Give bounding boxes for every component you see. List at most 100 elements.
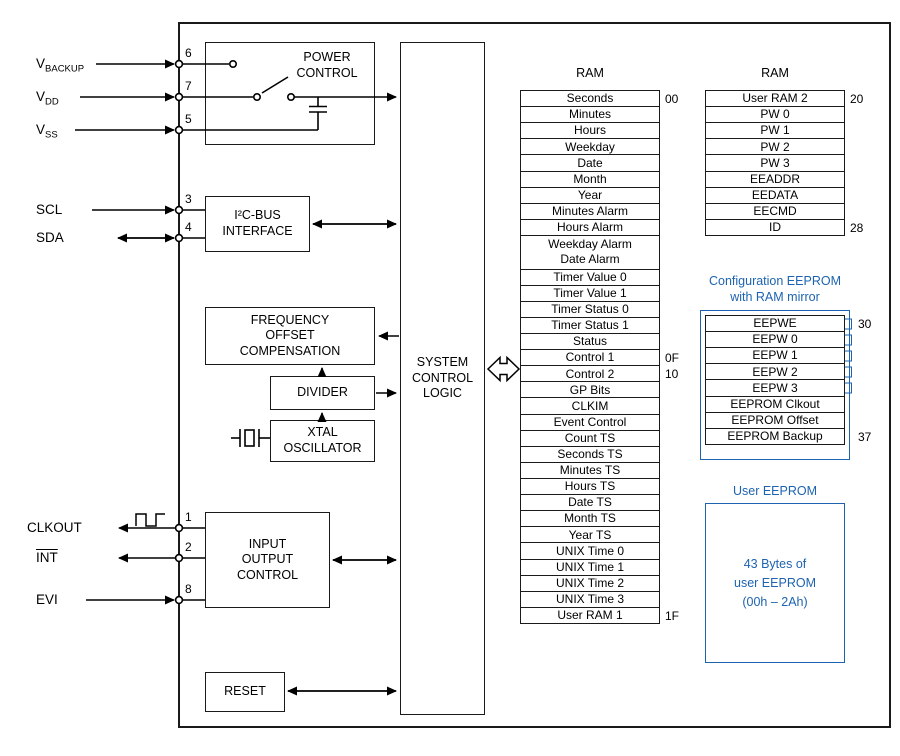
register-name: User RAM 2 (742, 91, 808, 106)
register-address: 0F (665, 350, 680, 365)
register-cell: User RAM 2 20 (705, 90, 863, 108)
register-cell: PW 2 (705, 138, 845, 156)
pin-number-1: 1 (185, 510, 192, 524)
register-name: Timer Value 1 (553, 285, 627, 300)
register-name: EEPW 1 (752, 348, 798, 363)
register-cell: EEDATA (705, 186, 845, 205)
register-name: Minutes TS (559, 463, 621, 478)
register-name: Year TS (568, 527, 612, 542)
register-cell: Hours TS (520, 478, 660, 496)
pin-number-3: 3 (185, 192, 192, 206)
register-cell: EEPROM Offset (705, 411, 845, 430)
register-cell: EECMD (705, 202, 845, 221)
register-name: Status (572, 334, 608, 349)
register-cell: EEPW 1 (705, 347, 845, 365)
register-cell: Seconds TS (520, 445, 660, 464)
register-cell: PW 0 (705, 106, 845, 124)
register-name: UNIX Time 0 (555, 543, 624, 558)
ram-map-1-title: RAM (576, 66, 604, 80)
register-cell: Control 1 0F (520, 349, 679, 367)
input-output-control-block: INPUT OUTPUT CONTROL (205, 512, 330, 608)
register-address: 1F (665, 608, 680, 623)
register-name: Weekday Alarm Date Alarm (548, 237, 632, 267)
pin-label-sda: SDA (36, 230, 64, 245)
pin-label-evi: EVI (36, 592, 58, 607)
system-control-logic-label: SYSTEM CONTROL LOGIC (411, 355, 474, 401)
frequency-offset-compensation-block: FREQUENCY OFFSET COMPENSATION (205, 307, 375, 365)
register-cell: Control 2 10 (520, 365, 678, 383)
ram-map-2: User RAM 2 20 PW 0 PW 1 PW 2 PW 3 (705, 90, 863, 237)
register-name: Year (577, 187, 603, 202)
system-control-logic-block: SYSTEM CONTROL LOGIC (400, 42, 485, 715)
register-name: EEPWE (753, 316, 797, 331)
register-name: GP Bits (569, 382, 611, 397)
register-name: Date (577, 155, 603, 170)
register-name: Count TS (564, 430, 616, 445)
register-cell: PW 3 (705, 154, 845, 172)
pin-label-scl: SCL (36, 202, 63, 217)
register-cell: EEPW 3 (705, 379, 845, 397)
config-eeprom-map: EEPWE 30 EEPW 0 EEPW 1 EEPW 2 EEPW 3 (705, 315, 871, 446)
register-name: EEPROM Backup (727, 429, 823, 444)
register-cell: EEPW 2 (705, 363, 845, 381)
register-name: PW 1 (760, 123, 790, 138)
register-cell: Date TS (520, 494, 660, 512)
register-cell: Weekday Alarm Date Alarm (520, 234, 660, 270)
register-cell: GP Bits (520, 381, 660, 399)
register-name: EEPROM Offset (731, 412, 819, 427)
reset-label: RESET (224, 684, 266, 699)
register-name: UNIX Time 2 (555, 575, 624, 590)
user-eeprom-description: 43 Bytes of user EEPROM (00h – 2Ah) (734, 556, 816, 609)
register-cell: UNIX Time 3 (520, 590, 660, 609)
register-cell: Count TS (520, 429, 660, 448)
power-control-label: POWER CONTROL (296, 50, 358, 80)
register-address: 37 (858, 429, 872, 444)
register-cell: EEPROM Backup 37 (705, 427, 871, 446)
reset-block: RESET (205, 672, 285, 712)
register-cell: Year (520, 186, 660, 205)
register-cell: Timer Value 0 (520, 268, 660, 287)
register-name: EEPROM Clkout (730, 396, 820, 411)
config-eeprom-title: Configuration EEPROM (708, 274, 841, 288)
register-cell: EEPWE 30 (705, 315, 871, 333)
register-cell: Timer Status 0 (520, 300, 660, 319)
register-name: PW 2 (760, 139, 790, 154)
register-address: 28 (850, 220, 864, 235)
register-cell: User RAM 1 1F (520, 606, 679, 625)
register-name: PW 3 (760, 155, 790, 170)
register-cell: CLKIM (520, 397, 660, 415)
register-name: EEPW 2 (752, 364, 798, 379)
register-name: Timer Value 0 (553, 269, 627, 284)
register-cell: Minutes (520, 106, 660, 124)
pin-number-5: 5 (185, 112, 192, 126)
register-cell: Hours Alarm (520, 218, 660, 237)
divider-block: DIVIDER (270, 376, 375, 410)
register-name: Event Control (553, 414, 627, 429)
pin-number-2: 2 (185, 540, 192, 554)
xtal-oscillator-block: XTAL OSCILLATOR (270, 420, 375, 462)
register-cell: UNIX Time 0 (520, 542, 660, 560)
register-cell: EEPROM Clkout (705, 395, 845, 414)
pin-label-clkout: CLKOUT (27, 520, 82, 535)
register-cell: EEPW 0 (705, 331, 845, 349)
register-cell: PW 1 (705, 122, 845, 140)
register-name: Seconds (566, 91, 614, 106)
register-cell: Minutes TS (520, 461, 660, 480)
register-name: Date TS (568, 495, 612, 510)
power-control-block: POWER CONTROL (205, 42, 375, 145)
register-name: EEPW 3 (752, 380, 798, 395)
register-address: 10 (665, 367, 679, 381)
pin-number-4: 4 (185, 220, 192, 234)
register-name: PW 0 (760, 107, 790, 122)
register-cell: Status (520, 333, 660, 351)
register-cell: Hours (520, 122, 660, 140)
register-cell: ID 28 (705, 218, 863, 237)
register-name: EEPW 0 (752, 332, 798, 347)
register-cell: Year TS (520, 526, 660, 544)
register-name: UNIX Time 3 (555, 592, 624, 607)
pin-number-8: 8 (185, 582, 192, 596)
register-name: Hours TS (564, 479, 616, 494)
register-cell: UNIX Time 2 (520, 574, 660, 593)
register-name: Weekday (565, 139, 615, 154)
